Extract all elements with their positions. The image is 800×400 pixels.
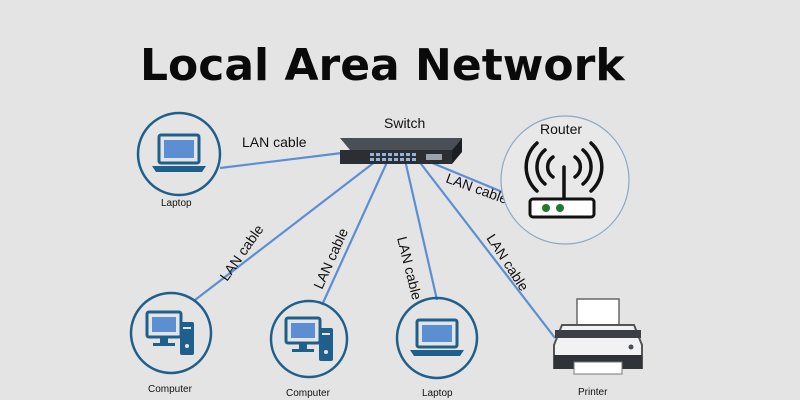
computer-left-node: Computer <box>129 291 213 395</box>
laptop-top-node: Laptop <box>136 111 222 209</box>
cable-label-computer-mid: LAN cable <box>310 226 351 292</box>
cable-laptop-bottom <box>403 159 439 301</box>
cable-label-laptop-bottom: LAN cable <box>394 235 425 302</box>
computer-mid-node: Computer <box>269 299 349 399</box>
diagram-title: Local Area Network <box>140 40 626 91</box>
cable-label-laptop-top: LAN cable <box>242 134 307 150</box>
laptop-icon-2 <box>410 318 464 356</box>
printer-label: Printer <box>578 387 608 398</box>
router-led-icon-2 <box>556 204 564 212</box>
computer-icon <box>145 310 194 355</box>
printer-node: Printer <box>553 298 643 398</box>
computer-left-label: Computer <box>148 384 193 395</box>
switch-ports-icon <box>370 153 416 161</box>
laptop-bottom-label: Laptop <box>422 388 453 399</box>
router-label: Router <box>540 121 582 137</box>
cable-label-computer-left: LAN cable <box>216 221 266 283</box>
router-led-icon <box>542 204 550 212</box>
computer-mid-label: Computer <box>286 388 331 399</box>
cable-computer-mid <box>320 159 390 306</box>
computer-icon-2 <box>284 316 333 361</box>
laptop-icon <box>152 133 206 172</box>
printer-icon <box>553 298 643 375</box>
cable-computer-left <box>194 157 381 301</box>
switch: Switch <box>340 115 462 164</box>
cable-laptop-top <box>219 150 351 170</box>
switch-top <box>340 138 462 150</box>
router-node: Router <box>500 115 630 245</box>
cable-label-router: LAN cable <box>444 170 510 207</box>
switch-label: Switch <box>384 115 425 131</box>
cable-label-printer: LAN cable <box>483 231 532 294</box>
laptop-top-label: Laptop <box>161 198 192 209</box>
cables <box>194 150 556 339</box>
switch-front <box>340 150 452 164</box>
cable-printer <box>417 159 556 339</box>
laptop-bottom-node: Laptop <box>395 296 479 399</box>
